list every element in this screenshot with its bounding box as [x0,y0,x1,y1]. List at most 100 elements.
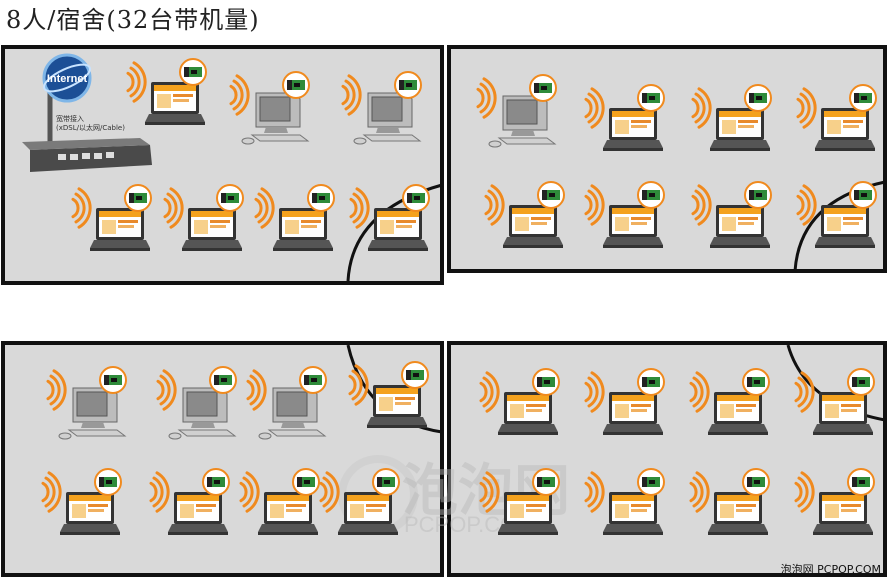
wireless-nic-badge-icon [299,366,327,394]
laptop-station [584,181,665,248]
laptop-icon [367,385,427,428]
wireless-nic-badge-icon [94,468,122,496]
laptop-icon [498,392,558,435]
page-title: 8人/宿舍(32台带机量) [6,6,260,34]
desktop-pc-icon [168,387,237,440]
laptop-icon [498,492,558,535]
wifi-signal-icon [319,471,340,513]
laptop-station [794,468,875,535]
wireless-nic-badge-icon [537,181,565,209]
wireless-nic-badge-icon [401,361,429,389]
laptop-icon [338,492,398,535]
wireless-nic-badge-icon [216,184,244,212]
laptop-icon [603,108,663,151]
laptop-station [691,84,772,151]
laptop-station [796,84,877,151]
laptop-icon [90,208,150,251]
wireless-nic-badge-icon [742,368,770,396]
wireless-nic-badge-icon [529,74,557,102]
wifi-signal-icon [584,471,605,513]
globe-swoosh [43,63,91,93]
desktop-station [476,74,557,148]
devices-layer [41,58,877,535]
laptop-station [348,361,429,428]
wifi-signal-icon [584,184,605,226]
wireless-nic-badge-icon [849,84,877,112]
laptop-station [691,181,772,248]
wireless-nic-badge-icon [209,366,237,394]
laptop-station [689,368,770,435]
laptop-station [239,468,320,535]
desktop-pc-icon [258,387,327,440]
router-label-line1: 宽带接入 [56,114,84,123]
wifi-signal-icon [794,471,815,513]
laptop-station [149,468,230,535]
wireless-nic-badge-icon [99,366,127,394]
desktop-station [46,366,127,440]
laptop-station [71,184,152,251]
wireless-nic-badge-icon [637,468,665,496]
desktop-pc-icon [488,95,557,148]
laptop-icon [603,205,663,248]
laptop-station [584,368,665,435]
laptop-station [254,184,335,251]
laptop-station [479,368,560,435]
wireless-nic-badge-icon [532,368,560,396]
wifi-signal-icon [341,74,362,116]
laptop-station [41,468,122,535]
laptop-icon [710,108,770,151]
wireless-nic-badge-icon [307,184,335,212]
laptop-icon [603,492,663,535]
wireless-nic-badge-icon [282,71,310,99]
laptop-icon [168,492,228,535]
wifi-signal-icon [484,184,505,226]
laptop-station [584,468,665,535]
wifi-signal-icon [479,471,500,513]
laptop-station [484,181,565,248]
desktop-pc-icon [58,387,127,440]
wifi-signal-icon [349,187,370,229]
wireless-nic-badge-icon [402,184,430,212]
wifi-signal-icon [348,364,369,406]
wireless-nic-badge-icon [847,368,875,396]
wifi-signal-icon [254,187,275,229]
wireless-nic-badge-icon [637,84,665,112]
wifi-signal-icon [796,184,817,226]
internet-label: Internet [47,73,88,85]
wireless-nic-badge-icon [292,468,320,496]
router-label-line2: (xDSL/以太网/Cable) [56,123,125,132]
laptop-station [126,58,207,125]
laptop-icon [708,492,768,535]
laptop-icon [708,392,768,435]
wifi-signal-icon [229,74,250,116]
wifi-signal-icon [71,187,92,229]
laptop-icon [603,392,663,435]
source-credit: 泡泡网 PCPOP.COM [780,563,881,576]
laptop-icon [710,205,770,248]
room-bottom-right [447,341,887,577]
wireless-nic-badge-icon [744,181,772,209]
laptop-icon [813,392,873,435]
wifi-signal-icon [156,369,177,411]
laptop-station [796,181,877,248]
laptop-station [794,368,875,435]
laptop-station [349,184,430,251]
wifi-signal-icon [476,77,497,119]
wireless-nic-badge-icon [124,184,152,212]
wifi-signal-icon [479,371,500,413]
wifi-signal-icon [584,371,605,413]
wireless-nic-badge-icon [532,468,560,496]
laptop-station [689,468,770,535]
wifi-signal-icon [41,471,62,513]
wireless-router-icon [22,138,152,172]
laptop-icon [368,208,428,251]
wireless-nic-badge-icon [372,468,400,496]
wireless-nic-badge-icon [742,468,770,496]
desktop-station [246,366,327,440]
wifi-signal-icon [796,87,817,129]
wifi-signal-icon [794,371,815,413]
wifi-signal-icon [163,187,184,229]
desktop-pc-icon [241,92,310,145]
laptop-icon [258,492,318,535]
wifi-signal-icon [149,471,170,513]
